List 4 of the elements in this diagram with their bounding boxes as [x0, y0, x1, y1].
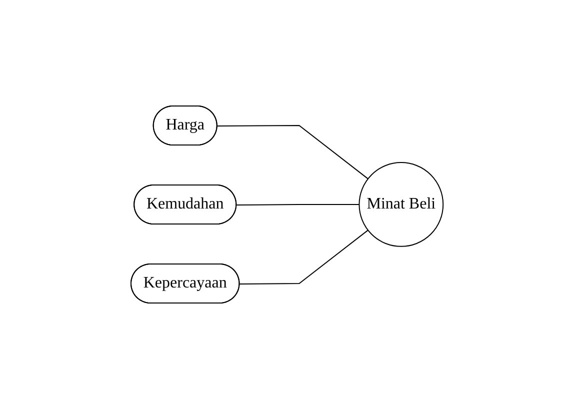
connector [216, 124, 368, 179]
connector [239, 229, 368, 284]
connector [236, 204, 360, 205]
node-circle: Minat Beli [358, 162, 444, 246]
